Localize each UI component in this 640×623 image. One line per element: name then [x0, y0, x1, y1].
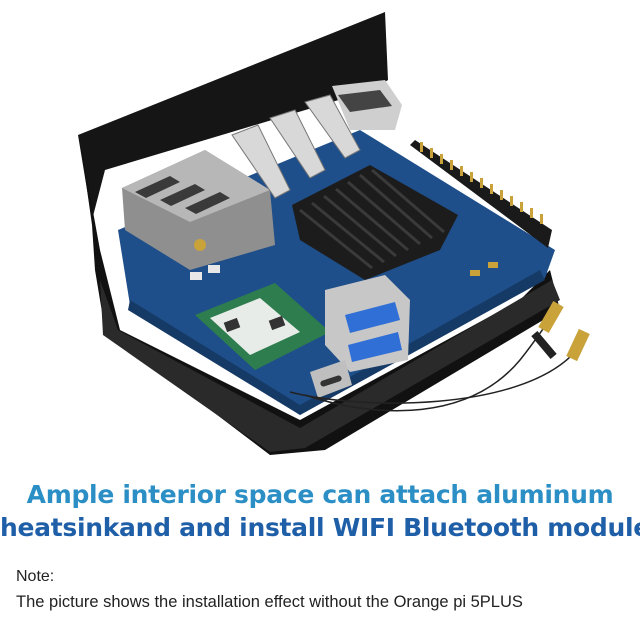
headline-line-2: heatsinkand and install WIFI Bluetooth m…: [0, 513, 640, 542]
mounting-brackets: [231, 94, 361, 199]
aluminum-heatsink: [292, 165, 458, 280]
headline-line-1: Ample interior space can attach aluminum: [26, 480, 614, 509]
product-photo: [78, 12, 590, 455]
rear-ports: [332, 80, 402, 130]
gpio-header: [410, 140, 552, 248]
enclosure-back-panel: [78, 12, 388, 220]
usb3-ports: [325, 275, 410, 372]
note-text: The picture shows the installation effec…: [16, 593, 523, 611]
ethernet-port: [122, 150, 275, 270]
wifi-bluetooth-module: [195, 283, 330, 370]
antenna-connectors: [531, 301, 590, 362]
usb-c-port: [310, 360, 352, 398]
board-components: [190, 239, 498, 280]
note-title: Note:: [16, 568, 55, 585]
